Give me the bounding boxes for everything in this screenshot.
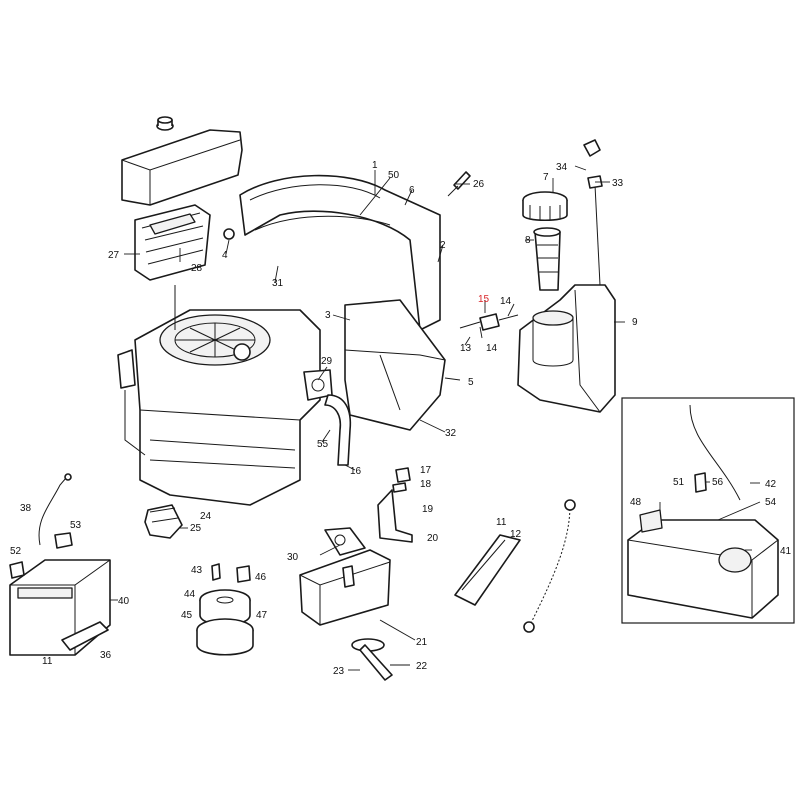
chute-panel-3 (344, 299, 446, 431)
callout-43: 43 (191, 565, 203, 576)
callout-45: 45 (181, 610, 193, 621)
bolt-46 (236, 565, 251, 583)
clamp-30 (324, 527, 366, 556)
callout-13: 13 (460, 343, 472, 354)
battery-strap-36 (61, 621, 109, 651)
callout-14a: 14 (500, 296, 512, 307)
callout-40: 40 (118, 596, 130, 607)
callout-15: 15 (478, 294, 490, 305)
fastener-4 (223, 228, 235, 240)
fuel-strainer-8 (533, 227, 561, 291)
callout-54: 54 (765, 497, 777, 508)
callout-48: 48 (630, 497, 642, 508)
battery-cable-38 (38, 473, 72, 546)
callout-21: 21 (416, 637, 428, 648)
callout-27: 27 (108, 250, 120, 261)
callout-44: 44 (184, 589, 196, 600)
callout-46: 46 (255, 572, 267, 583)
callout-4: 4 (222, 250, 228, 261)
pulley-44 (196, 589, 254, 656)
grass-chute-1 (239, 174, 441, 331)
bolt-17-18 (392, 467, 411, 493)
ground-strap (523, 499, 576, 633)
callout-6: 6 (409, 185, 415, 196)
callout-30: 30 (287, 552, 299, 563)
terminal-cover-52 (9, 561, 25, 579)
callout-17: 17 (420, 465, 432, 476)
callout-28: 28 (191, 263, 203, 274)
exhaust-deflector-22 (351, 638, 393, 681)
callout-1: 1 (372, 160, 378, 171)
callout-33: 33 (612, 178, 624, 189)
callout-23: 23 (333, 666, 345, 677)
callout-56: 56 (712, 477, 724, 488)
callout-16: 16 (350, 466, 362, 477)
callout-22: 22 (416, 661, 428, 672)
callout-51: 51 (673, 477, 685, 488)
callout-50: 50 (388, 170, 400, 181)
callout-29: 29 (321, 356, 333, 367)
callout-7: 7 (543, 172, 549, 183)
fuel-tank-9 (517, 284, 616, 413)
callout-47: 47 (256, 610, 268, 621)
muffler-21 (299, 549, 391, 626)
callout-52: 52 (10, 546, 22, 557)
engine-assembly (117, 285, 321, 506)
callout-18: 18 (420, 479, 432, 490)
callout-24: 24 (200, 511, 212, 522)
callout-38: 38 (20, 503, 32, 514)
callout-53: 53 (70, 520, 82, 531)
leader-lines (110, 165, 761, 671)
callout-12: 12 (510, 529, 522, 540)
exhaust-pipe-16 (324, 394, 352, 466)
callout-34: 34 (556, 162, 568, 173)
callout-25: 25 (190, 523, 202, 534)
fuel-cap-7 (522, 191, 568, 222)
heat-shield-12 (454, 534, 521, 606)
callout-26: 26 (473, 179, 485, 190)
muffler-bracket-20 (377, 489, 413, 543)
control-box-inset (621, 397, 795, 624)
spark-plug-26 (447, 171, 471, 197)
terminal-cover-53 (54, 532, 73, 549)
callout-2: 2 (440, 240, 446, 251)
callout-labels: 1 2 3 4 5 6 7 8 9 11 11 12 13 14 14 15 1… (10, 160, 792, 677)
callout-20: 20 (427, 533, 439, 544)
callout-9: 9 (632, 317, 638, 328)
callout-8: 8 (525, 235, 531, 246)
callout-31: 31 (272, 278, 284, 289)
fuel-filter-15 (459, 313, 519, 331)
callout-19: 19 (422, 504, 434, 515)
callout-55: 55 (317, 439, 329, 450)
callout-42: 42 (765, 479, 777, 490)
callout-41: 41 (780, 546, 792, 557)
fuel-gauge-rod-33 (583, 139, 603, 286)
callout-36: 36 (100, 650, 112, 661)
callout-11b: 11 (42, 656, 53, 667)
callout-32: 32 (445, 428, 457, 439)
callout-3: 3 (325, 310, 331, 321)
key-43 (211, 563, 221, 581)
callout-11a: 11 (496, 517, 507, 528)
oil-filter-25 (144, 504, 183, 539)
callout-5: 5 (468, 377, 474, 388)
air-filter-element (134, 204, 211, 281)
battery-40 (9, 559, 111, 656)
callout-14b: 14 (486, 343, 498, 354)
air-filter-cover (121, 116, 243, 206)
